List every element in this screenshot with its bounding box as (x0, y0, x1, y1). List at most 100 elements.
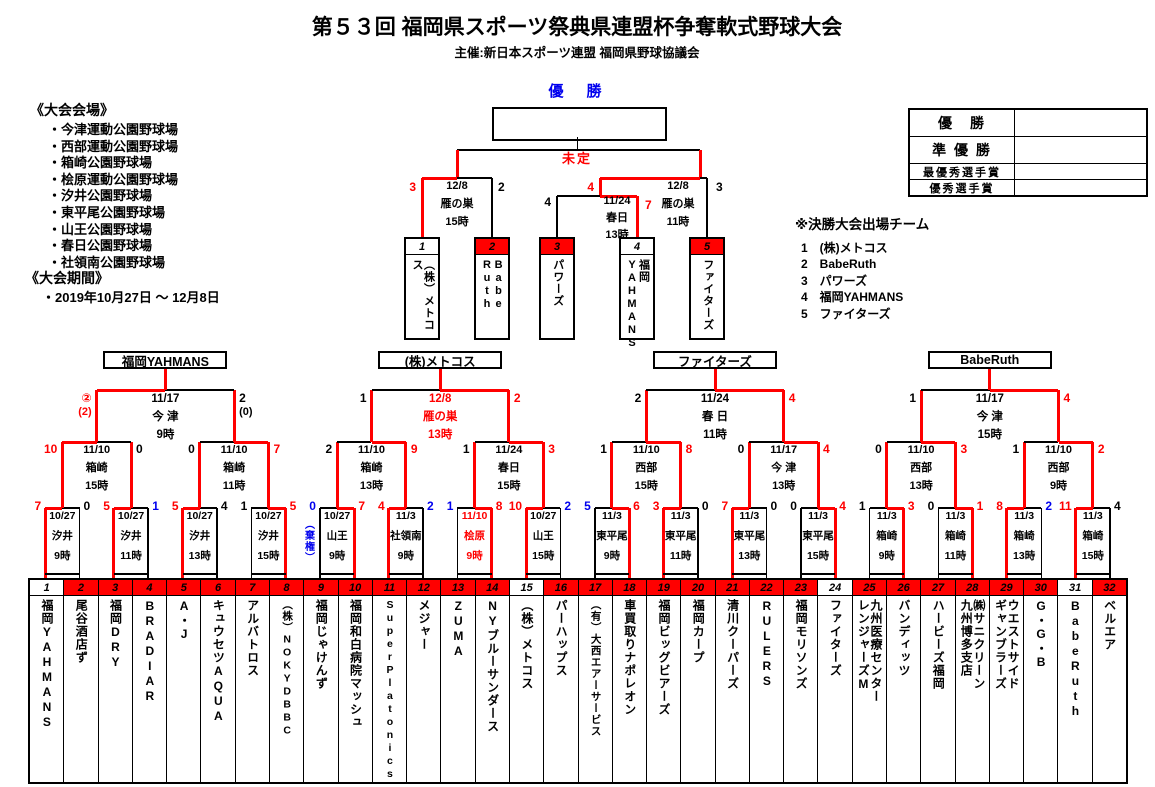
game-time: 11時 (120, 550, 142, 562)
decorative: 車買取りナポレオン (613, 596, 646, 782)
score: 1 (462, 442, 470, 456)
semiR-h (700, 177, 707, 179)
playin-h (557, 195, 600, 197)
score: 4 (1063, 391, 1071, 405)
rf-winner-line (988, 368, 992, 390)
decorative: パワーズ (541, 255, 573, 341)
game-venue: 西部 (635, 462, 658, 474)
region-header: 福岡YAHMANS (103, 351, 228, 369)
final-stub (576, 137, 579, 150)
game-date: 11/17 (770, 444, 798, 456)
game-edge (43, 508, 47, 578)
game-venue: 春日 (497, 462, 520, 474)
period-heading: 《大会期間》 (25, 270, 109, 286)
game-venue: 東平尾 (802, 530, 834, 542)
game-top (113, 506, 132, 510)
game-top (749, 507, 767, 509)
game-venue: 箱崎 (85, 462, 108, 474)
team-number: 18 (612, 580, 647, 596)
game-top (955, 506, 973, 510)
qf-edge (1022, 442, 1026, 508)
game-time: 15時 (977, 429, 1002, 441)
venue-item: ・桧原運動公園野球場 (48, 171, 179, 187)
qf-h (646, 440, 681, 444)
game-venue: 汐井 (51, 530, 73, 542)
page-subtitle: 主催:新日本スポーツ連盟 福岡県野球協議会 (454, 46, 700, 60)
game-date: 11/10 (632, 444, 660, 456)
game-venue: 汐井 (257, 530, 279, 542)
game-date: 11/24 (603, 195, 631, 207)
winner-line (266, 442, 270, 508)
decorative: 福岡じゃけんず (304, 596, 337, 782)
game-date: 11/3 (945, 510, 966, 522)
decorative: （株）NOKYDBBC (270, 596, 303, 782)
game-venue: 箱崎 (1082, 530, 1104, 542)
decorative: 九州医療センター レンジャーズM (853, 596, 886, 782)
game-edge (800, 508, 802, 578)
decorative: ベルエア (1093, 596, 1126, 782)
team-name: キュウセツAQUA (211, 599, 226, 724)
game-date: 11/10 (461, 510, 488, 522)
score: 6 (633, 499, 640, 513)
team-name: NYブルーサンダース (485, 599, 500, 733)
game-date: 11/3 (1014, 510, 1035, 522)
game-time: 15時 (257, 550, 280, 562)
game-time: 15時 (497, 480, 521, 492)
team-name: 尾谷酒店ず (74, 599, 89, 664)
game-venue: 箱崎 (944, 530, 966, 542)
team-cell: 17（有）大西エアーサービス (578, 580, 613, 782)
game-top (543, 507, 561, 509)
game-bottom (800, 573, 836, 575)
score: 5 (103, 499, 110, 513)
prize-row: 優 勝 (910, 110, 1146, 136)
rf-h (371, 389, 441, 391)
score: 0 (701, 499, 709, 513)
team-number: 13 (441, 580, 475, 596)
venue-item: ・汐井公園野球場 (48, 188, 153, 204)
game-bottom (113, 573, 149, 575)
game-date: 10/27 (186, 510, 213, 522)
game-edge (1040, 508, 1043, 578)
game-date: 11/3 (876, 510, 897, 522)
score: ② (81, 391, 92, 405)
winner-line (404, 442, 408, 508)
game-date: 11/3 (808, 510, 828, 522)
game-edge (661, 508, 665, 578)
score: 2 (1097, 442, 1105, 456)
team-number: 19 (647, 580, 681, 596)
game-venue: 社領南 (390, 530, 422, 542)
game-venue: 箱崎 (223, 462, 246, 474)
decorative: バンディッツ (887, 596, 920, 782)
qf-edge (60, 442, 64, 508)
game-date: 11/3 (395, 510, 416, 522)
game-venue: 雁の巣 (422, 411, 458, 423)
finalist-seed: 4 (621, 239, 653, 255)
prize-label: 最優秀選手賞 (910, 164, 1015, 179)
finalist-seed: 3 (541, 239, 573, 255)
rf-h (440, 388, 509, 392)
team-line (491, 178, 493, 237)
game-top (1075, 506, 1093, 510)
team-number: 24 (818, 580, 852, 596)
venue-item: ・東平尾公園野球場 (48, 204, 166, 220)
game-bottom (594, 573, 630, 575)
team-number: 12 (407, 580, 441, 596)
game-top (319, 507, 338, 509)
qf-h (886, 441, 922, 443)
decorative: 清川クーパーズ (716, 596, 749, 782)
winner-line (541, 442, 545, 508)
game-edge (78, 508, 81, 578)
game-edge (833, 508, 837, 578)
qf-winner-line (232, 390, 236, 442)
semiR-h (600, 176, 700, 180)
qf-winner-line (507, 390, 511, 442)
